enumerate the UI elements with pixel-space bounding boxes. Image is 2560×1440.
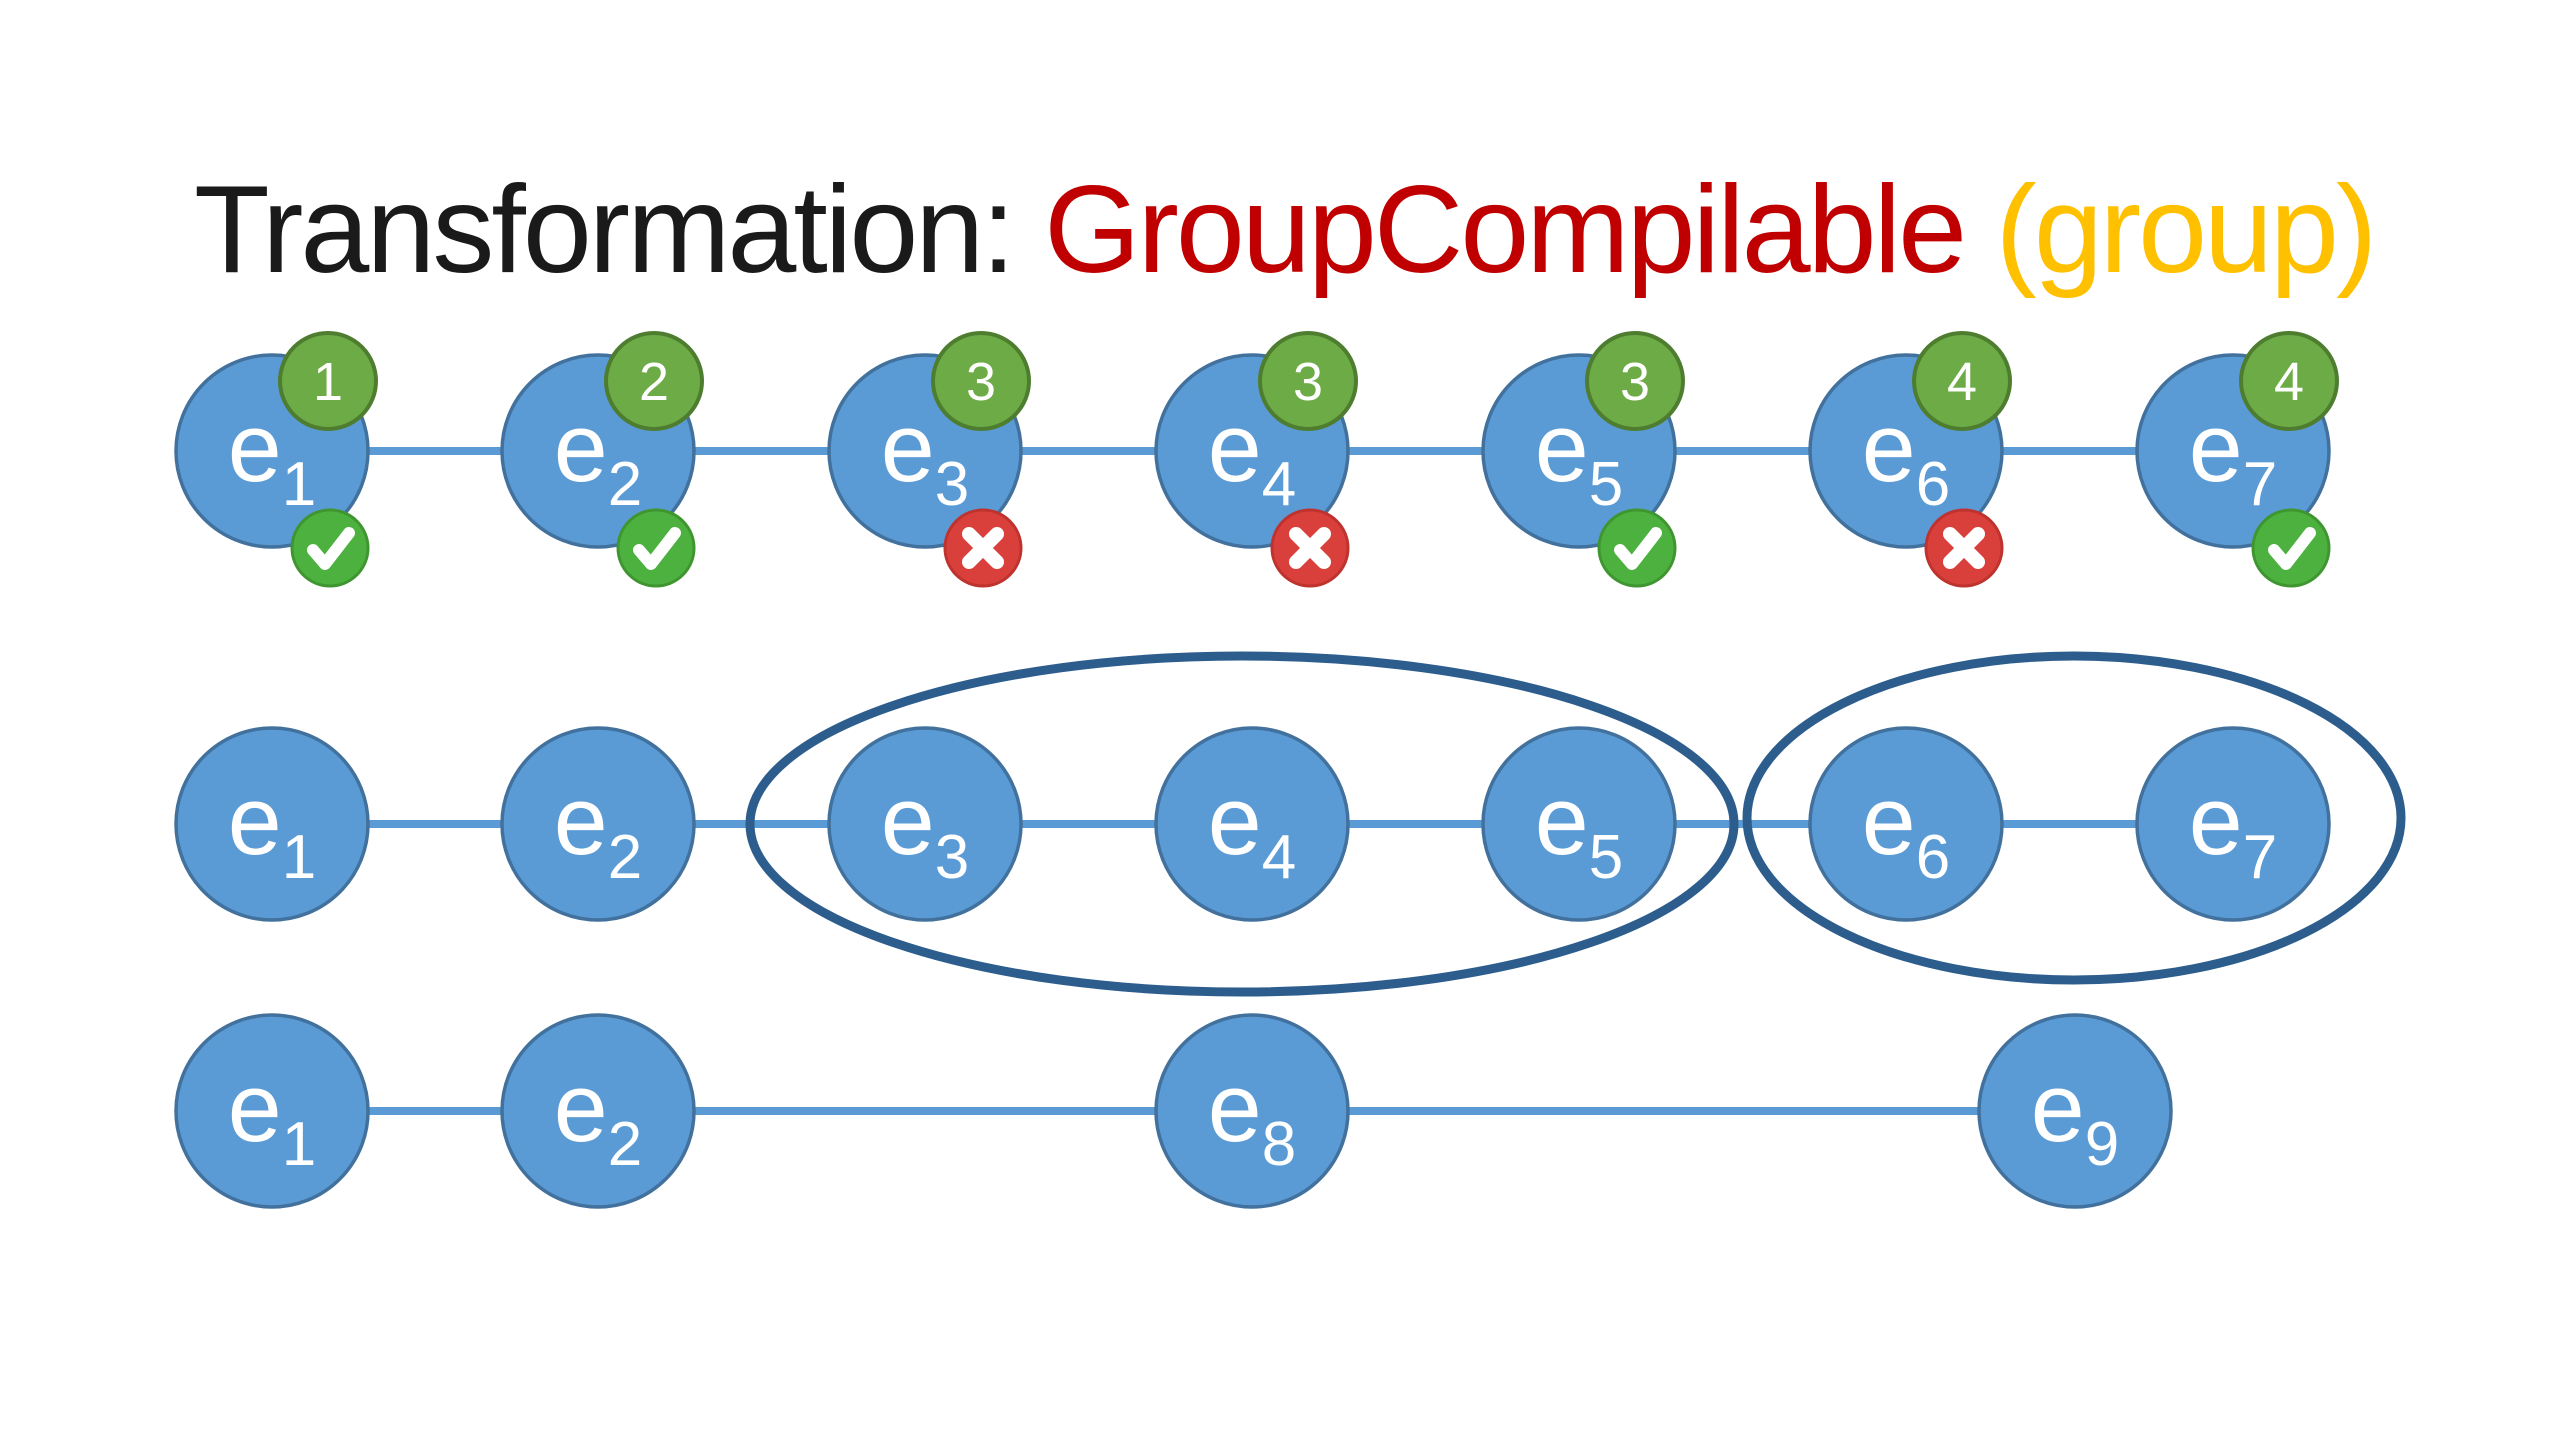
event-circle <box>1154 726 1350 922</box>
check-icon <box>2268 527 2316 570</box>
order-badge-circle <box>278 331 378 431</box>
status-badge-pass <box>2251 508 2331 588</box>
annotated-node-e3: e33 <box>827 331 1031 588</box>
order-badge-circle <box>2239 331 2339 431</box>
order-badge-number: 3 <box>1620 352 1650 412</box>
group-ellipse-e3-e4-e5 <box>745 651 1739 997</box>
status-badge-pass <box>290 508 370 588</box>
annotated-node-e2: e22 <box>500 331 704 588</box>
cross-icon <box>1289 527 1331 569</box>
event-circle <box>1481 726 1677 922</box>
order-badge-circle <box>604 331 704 431</box>
annotated-node-e7: e74 <box>2135 331 2339 588</box>
check-icon <box>1614 527 1662 570</box>
grouped-node-e1: e1 <box>174 726 370 922</box>
event-label: e1 <box>228 1053 316 1179</box>
result-node-e1: e1 <box>174 1013 370 1209</box>
status-badge-fail <box>1924 508 2004 588</box>
grouped-node-e4: e4 <box>1154 726 1350 922</box>
order-badge-number: 4 <box>2274 352 2304 412</box>
grouped-node-e2: e2 <box>500 726 696 922</box>
event-circle <box>174 1013 370 1209</box>
annotated-node-e5: e53 <box>1481 331 1685 588</box>
event-label: e2 <box>554 1053 642 1179</box>
order-badge: 3 <box>931 331 1031 431</box>
event-circle <box>500 1013 696 1209</box>
cross-icon <box>962 527 1004 569</box>
event-circle <box>500 726 696 922</box>
group-ellipse-e6-e7 <box>1742 651 2406 985</box>
annotated-node-e1: e11 <box>174 331 378 588</box>
status-badge-fail <box>1270 508 1350 588</box>
result-node-e8: e8 <box>1154 1013 1350 1209</box>
result-node-e9: e9 <box>1977 1013 2173 1209</box>
order-badge: 4 <box>2239 331 2339 431</box>
order-badge-circle <box>1258 331 1358 431</box>
title-transformation-name: GroupCompilable <box>1044 161 1967 299</box>
status-badge-fail <box>943 508 1023 588</box>
annotated-node-e4: e43 <box>1154 331 1358 588</box>
order-badge-circle <box>931 331 1031 431</box>
event-circle <box>1154 1013 1350 1209</box>
order-badge-number: 3 <box>966 352 996 412</box>
event-circle <box>827 726 1023 922</box>
order-badge-number: 4 <box>1947 352 1977 412</box>
order-badge-circle <box>1585 331 1685 431</box>
status-badge-pass <box>1597 508 1677 588</box>
title-mode: (group) <box>1964 161 2378 299</box>
check-icon <box>307 527 355 570</box>
grouped-node-e6: e6 <box>1808 726 2004 922</box>
order-badge: 2 <box>604 331 704 431</box>
grouped-node-e5: e5 <box>1481 726 1677 922</box>
event-circle <box>2135 726 2331 922</box>
annotated-node-e6: e64 <box>1808 331 2012 588</box>
grouped-node-e7: e7 <box>2135 726 2331 922</box>
slide-title: Transformation: GroupCompilable (group) <box>194 168 2377 292</box>
order-badge-number: 2 <box>639 352 669 412</box>
check-icon <box>633 527 681 570</box>
event-circle <box>174 726 370 922</box>
order-badge: 4 <box>1912 331 2012 431</box>
event-label: e7 <box>2189 766 2277 892</box>
status-badge-pass <box>616 508 696 588</box>
grouped-node-e3: e3 <box>827 726 1023 922</box>
order-badge-number: 1 <box>313 352 343 412</box>
order-badge: 3 <box>1258 331 1358 431</box>
order-badge-circle <box>1912 331 2012 431</box>
event-label: e1 <box>228 393 316 519</box>
event-label: e1 <box>228 766 316 892</box>
event-circle <box>1808 726 2004 922</box>
event-circle <box>1977 1013 2173 1209</box>
order-badge: 3 <box>1585 331 1685 431</box>
cross-icon <box>1943 527 1985 569</box>
result-node-e2: e2 <box>500 1013 696 1209</box>
title-prefix: Transformation: <box>194 161 1045 299</box>
order-badge: 1 <box>278 331 378 431</box>
order-badge-number: 3 <box>1293 352 1323 412</box>
